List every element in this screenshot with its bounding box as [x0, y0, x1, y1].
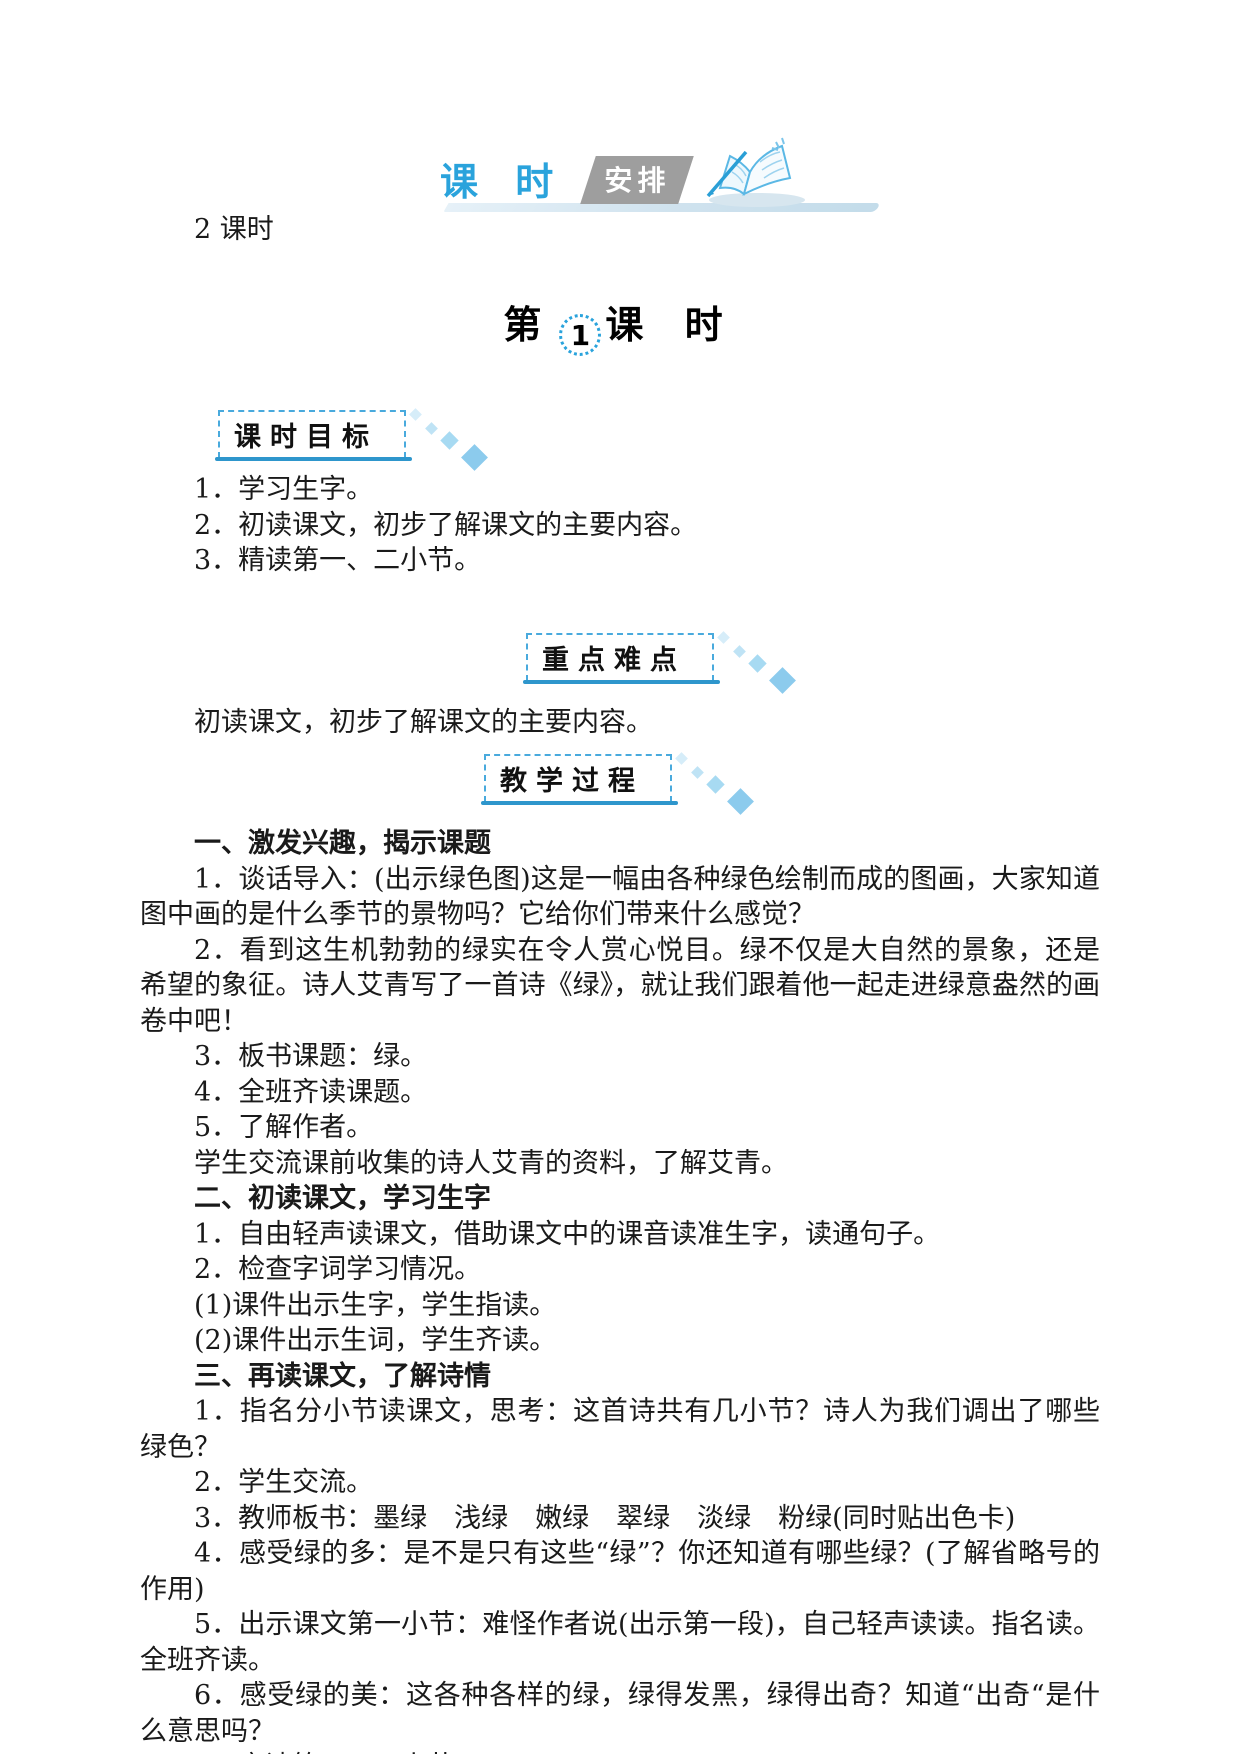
process-paragraph: 一、激发兴趣，揭示课题: [194, 828, 491, 859]
diamond-decoration: [733, 644, 746, 658]
lesson-schedule-banner: 课 时 安排: [440, 137, 881, 212]
process-paragraph: 三、再读课文，了解诗情: [194, 1360, 491, 1392]
section-badge-goals-label: 课时目标: [234, 422, 378, 453]
process-paragraph: 2．检查字词学习情况。: [194, 1254, 482, 1285]
process-paragraph: 6．感受绿的美：这各种各样的绿，绿得发黑，绿得出奇？知道“出奇“是什么意思吗？: [140, 1680, 1100, 1747]
goal-item: 2．初读课文，初步了解课文的主要内容。: [194, 509, 698, 541]
diamond-decoration: [748, 653, 767, 673]
goal-item: 1．学习生字。: [194, 474, 374, 505]
process-paragraph: 7．齐读第一、二小节。: [140, 1749, 1100, 1754]
goals-badge-row: 课时目标: [215, 408, 1100, 471]
diamond-decoration: [706, 775, 725, 794]
diamond-decoration: [691, 766, 704, 779]
keypoints-text: 初读课文，初步了解课文的主要内容。: [194, 706, 653, 738]
lesson-title-suffix: 课 时: [605, 302, 737, 347]
diamond-decoration: [409, 408, 422, 421]
section-badge-keypoints: 重点难点: [523, 630, 796, 694]
process-paragraph: 1．自由轻声读课文，借助课文中的课音读准生字，读通句子。: [194, 1218, 941, 1250]
process-paragraph: 5．出示课文第一小节：难怪作者说(出示第一段)，自己轻声读读。指名读。全班齐读。: [140, 1609, 1100, 1676]
process-paragraphs: 一、激发兴趣，揭示课题 1．谈话导入：(出示绿色图)这是一幅由各种绿色绘制而成的…: [140, 826, 1100, 1754]
goals-list: 1．学习生字。 2．初读课文，初步了解课文的主要内容。 3．精读第一、二小节。: [140, 472, 1100, 579]
keypoints-badge-row: 重点难点: [140, 630, 1100, 694]
diamond-decoration: [675, 752, 688, 765]
section-badge-goals: 课时目标: [215, 408, 488, 471]
section-badge-keypoints-label: 重点难点: [542, 644, 686, 676]
process-paragraph: 4．全班齐读课题。: [194, 1076, 428, 1108]
process-badge-row: 教学过程: [98, 752, 1058, 815]
goal-item: 3．精读第一、二小节。: [194, 545, 482, 576]
process-paragraph: 3．教师板书：墨绿 浅绿 嫩绿 翠绿 淡绿 粉绿(同时贴出色卡): [194, 1502, 1016, 1534]
process-paragraph: 1．谈话导入：(出示绿色图)这是一幅由各种绿色绘制而成的图画，大家知道图中画的是…: [140, 863, 1100, 931]
process-paragraph: 4．感受绿的多：是不是只有这些“绿”？你还知道有哪些绿？(了解省略号的作用): [140, 1538, 1100, 1605]
process-paragraph: 2．学生交流。: [194, 1467, 374, 1498]
circled-number: 1: [559, 314, 602, 356]
process-paragraph: 1．指名分小节读课文，思考：这首诗共有几小节？诗人为我们调出了哪些绿色？: [140, 1396, 1100, 1463]
lesson-title-prefix: 第: [503, 302, 556, 347]
diamond-decoration: [727, 788, 754, 815]
process-paragraph: 2．看到这生机勃勃的绿实在令人赏心悦目。绿不仅是大自然的景象，还是希望的象征。诗…: [140, 934, 1100, 1037]
process-paragraph: (2)课件出示生词，学生齐读。: [194, 1325, 557, 1356]
banner-subtitle-text: 安排: [604, 164, 671, 197]
process-paragraph: 5．了解作者。: [194, 1112, 374, 1143]
section-badge-process: 教学过程: [481, 752, 754, 815]
diamond-decoration: [425, 422, 438, 435]
banner-title-text: 课 时: [440, 160, 566, 204]
diamond-decoration: [461, 444, 488, 471]
process-paragraph: 二、初读课文，学习生字: [194, 1183, 491, 1214]
section-badge-process-label: 教学过程: [500, 766, 644, 797]
process-paragraph: (1)课件出示生字，学生指读。: [194, 1289, 557, 1321]
process-paragraph: 学生交流课前收集的诗人艾青的资料，了解艾青。: [194, 1147, 788, 1179]
diamond-decoration: [717, 630, 730, 644]
banner-subtitle-box: 安排: [580, 156, 694, 204]
diamond-decoration: [440, 431, 459, 450]
open-book-icon: [702, 136, 812, 210]
process-paragraph: 3．板书课题：绿。: [194, 1041, 428, 1072]
diamond-decoration: [769, 666, 796, 694]
course-duration: 2 课时: [194, 214, 274, 245]
